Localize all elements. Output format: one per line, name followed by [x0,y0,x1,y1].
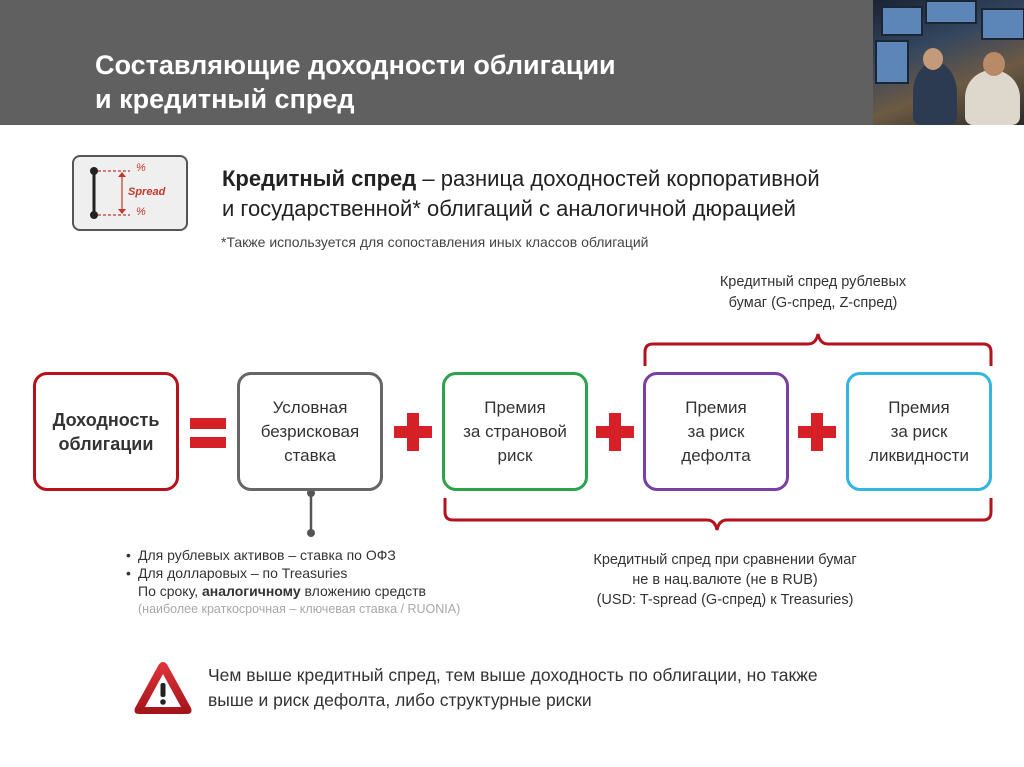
default-line-3: дефолта [681,445,751,465]
liquidity-line-3: ликвидности [869,445,969,465]
foreign-spread-line-3: (USD: T-spread (G-спред) к Treasuries) [596,592,854,608]
spread-top-percent: % [136,162,146,174]
ruble-spread-line-2: бумаг (G-спред, Z-спред) [728,295,898,311]
spread-icon: % Spread % [72,155,188,231]
default-line-1: Премия [685,397,747,417]
page-title: Составляющие доходности облигации и кред… [95,48,616,116]
title-line-2: и кредитный спред [95,84,355,114]
warning-line-2: выше и риск дефолта, либо структурные ри… [208,690,592,710]
risk-free-notes: Для рублевых активов – ставка по ОФЗ Для… [126,546,460,618]
liquidity-line-1: Премия [888,397,950,417]
ruble-spread-line-1: Кредитный спред рублевых [719,274,907,290]
title-line-1: Составляющие доходности облигации [95,50,616,80]
ruble-spread-label: Кредитный спред рублевых бумаг (G-спред,… [680,272,946,314]
definition-text-1: – разница доходностей корпоративной [416,166,820,191]
plus-icon [798,413,836,451]
warning-line-1: Чем выше кредитный спред, тем выше доход… [208,665,818,685]
spread-label: Spread [128,186,166,198]
foreign-spread-line-1: Кредитный спред при сравнении бумаг [593,552,857,568]
default-risk-box: Премия за риск дефолта [643,372,789,491]
trading-floor-photo [873,0,1024,125]
plus-icon [394,413,432,451]
bond-yield-box: Доходность облигации [33,372,179,491]
note-item-usd: Для долларовых – по Treasuries [126,564,460,582]
yield-line-2: облигации [58,433,154,454]
note-term-a: По сроку, [138,583,202,599]
country-risk-box: Премия за страновой риск [442,372,588,491]
definition-text-2: и государственной* облигаций с аналогичн… [222,196,796,221]
header-bar: Составляющие доходности облигации и кред… [0,0,1024,125]
credit-spread-definition: Кредитный спред – разница доходностей ко… [222,164,820,224]
note-term-b: аналогичному [201,583,301,599]
country-line-1: Премия [484,397,546,417]
liquidity-line-2: за риск [890,421,948,441]
country-line-3: риск [497,445,533,465]
yield-line-1: Доходность [52,409,160,430]
note-key-rate: (наиболее краткосрочная – ключевая ставк… [138,602,461,616]
note-term-line: По сроку, аналогичному вложению средств [126,582,460,600]
riskfree-line-1: Условная [272,397,348,417]
riskfree-line-3: ставка [284,445,336,465]
foreign-spread-label: Кредитный спред при сравнении бумаг не в… [540,550,910,610]
note-term-c: вложению средств [300,583,426,599]
riskfree-line-2: безрисковая [260,421,360,441]
risk-free-rate-box: Условная безрисковая ставка [237,372,383,491]
equals-icon [190,418,226,448]
country-line-2: за страновой [463,421,567,441]
definition-footnote: *Также используется для сопоставления ин… [221,234,649,250]
plus-icon [596,413,634,451]
liquidity-risk-box: Премия за риск ликвидности [846,372,992,491]
note-item-rub: Для рублевых активов – ставка по ОФЗ [126,546,460,564]
definition-term: Кредитный спред [222,166,417,191]
spread-bottom-percent: % [136,206,146,218]
default-line-2: за риск [687,421,745,441]
warning-icon [131,658,195,718]
foreign-spread-line-2: не в нац.валюте (не в RUB) [632,572,818,588]
warning-text: Чем выше кредитный спред, тем выше доход… [208,663,818,713]
